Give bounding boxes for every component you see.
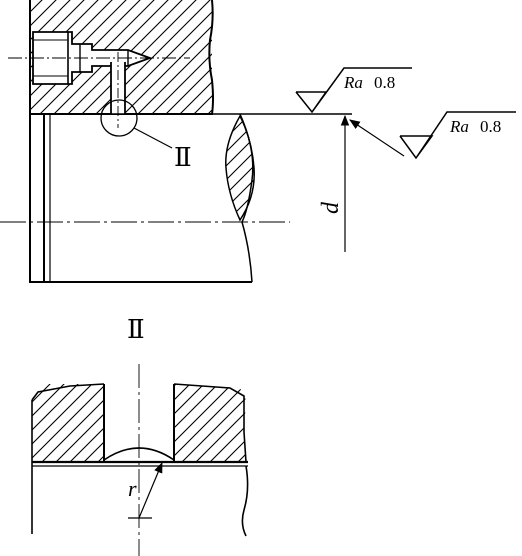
shaft <box>29 113 352 283</box>
shaft-section-hatch <box>225 114 255 222</box>
detail-circle <box>100 99 138 137</box>
surface-finish-top-value: 0.8 <box>374 73 395 92</box>
surface-finish-right-value: 0.8 <box>480 117 501 136</box>
diameter-label: d <box>318 201 344 214</box>
diameter-dimension: d <box>318 114 350 252</box>
surface-finish-top-symbol: Ra <box>343 73 363 92</box>
surface-finish-right-symbol: Ra <box>449 117 469 136</box>
detail-leader <box>133 127 173 149</box>
surface-finish-top: Ra 0.8 <box>295 67 412 114</box>
detail-view-label: Ⅱ <box>127 315 145 344</box>
surface-finish-right: Ra 0.8 <box>349 111 516 160</box>
detail-label: Ⅱ <box>174 143 192 172</box>
radius-label: r <box>128 476 137 501</box>
radius-dimension: r <box>128 462 163 519</box>
detail-shaft <box>31 460 249 537</box>
oil-hole <box>110 52 126 128</box>
